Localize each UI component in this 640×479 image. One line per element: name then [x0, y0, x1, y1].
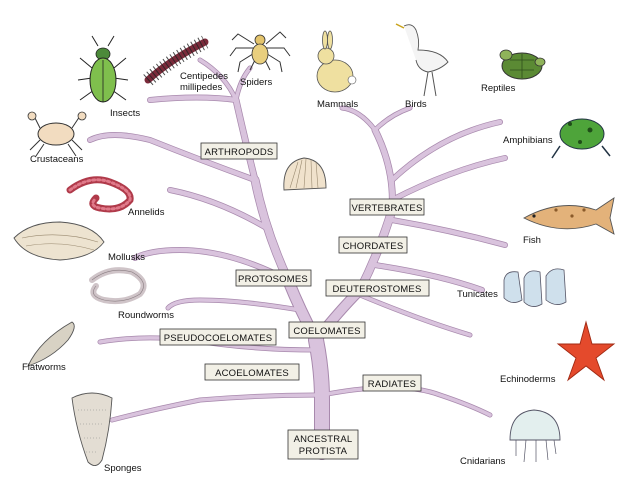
egret-icon: [395, 23, 449, 97]
turtle-icon: [499, 49, 546, 80]
box-arthropods-text: ARTHROPODS: [205, 147, 274, 158]
label-annelids: Annelids: [128, 207, 165, 218]
tree-branches: [87, 57, 508, 460]
earthworm-icon: [66, 176, 134, 213]
jellyfish-icon: [509, 409, 561, 463]
fish-icon: [523, 197, 615, 235]
box-chordates-text: CHORDATES: [343, 241, 404, 252]
label-mammals: Mammals: [317, 99, 358, 110]
clam-icon: [13, 221, 105, 261]
box-protosomes: PROTOSOMES: [235, 269, 312, 287]
scallop-shell-icon: [283, 157, 327, 191]
label-crustaceans: Crustaceans: [30, 154, 84, 165]
tunicate-icon: [503, 268, 567, 307]
beetle-icon: [77, 35, 129, 103]
box-ancestral-text: ANCESTRAL: [294, 434, 353, 445]
box-coelomates-text: COELOMATES: [293, 326, 360, 337]
label-cnidarians: Cnidarians: [460, 456, 506, 467]
flatworm-icon: [27, 321, 75, 367]
box-radiates-text: RADIATES: [368, 379, 416, 390]
box-pseudocoelomates-text: PSEUDOCOELOMATES: [164, 333, 273, 344]
crab-icon: [27, 111, 87, 157]
box-acoelomates: ACOELOMATES: [204, 363, 300, 381]
label-spiders: Spiders: [240, 77, 272, 88]
roundworm-icon: [89, 267, 147, 305]
box-protosomes-text: PROTOSOMES: [238, 274, 308, 285]
box-arthropods: ARTHROPODS: [200, 142, 278, 160]
box-vertebrates: VERTEBRATES: [349, 198, 425, 216]
label-flatworms: Flatworms: [22, 362, 66, 373]
box-deuterostomes: DEUTEROSTOMES: [325, 279, 430, 297]
rabbit-icon: [316, 30, 357, 93]
centipede-icon: [143, 35, 209, 86]
label-insects: Insects: [110, 108, 140, 119]
label-sponges: Sponges: [104, 463, 142, 474]
label-tunicates: Tunicates: [457, 289, 498, 300]
box-radiates: RADIATES: [362, 374, 422, 392]
spider-icon: [229, 31, 291, 73]
frog-icon: [551, 118, 611, 159]
box-deuterostomes-text: DEUTEROSTOMES: [333, 284, 422, 295]
box-chordates: CHORDATES: [338, 236, 408, 254]
label-birds: Birds: [405, 99, 427, 110]
box-protista-text: PROTISTA: [299, 446, 348, 457]
box-pseudocoelomates: PSEUDOCOELOMATES: [159, 328, 277, 346]
sponge-icon: [71, 392, 113, 466]
starfish-icon: [556, 320, 616, 382]
label-fish: Fish: [523, 235, 541, 246]
label-roundworms: Roundworms: [118, 310, 174, 321]
box-acoelomates-text: ACOELOMATES: [215, 368, 289, 379]
label-centipedes: Centipedes: [180, 71, 228, 82]
label-echinoderms: Echinoderms: [500, 374, 556, 385]
box-vertebrates-text: VERTEBRATES: [351, 203, 422, 214]
label-millipedes: millipedes: [180, 82, 222, 93]
label-reptiles: Reptiles: [481, 83, 516, 94]
label-mollusks: Mollusks: [108, 252, 145, 263]
label-amphibians: Amphibians: [503, 135, 553, 146]
box-coelomates: COELOMATES: [288, 321, 366, 339]
box-ancestral-protista: ANCESTRAL PROTISTA: [287, 429, 359, 460]
